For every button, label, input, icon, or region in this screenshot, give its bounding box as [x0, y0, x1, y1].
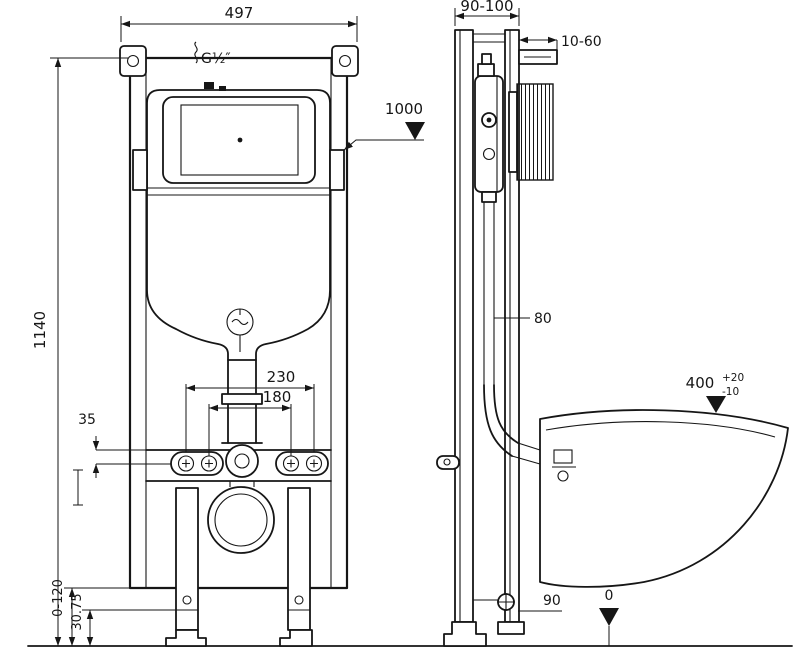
cistern-side-profile — [474, 75, 504, 193]
inlet-elbow-inner — [234, 453, 250, 469]
front-view: G½″ — [31, 4, 425, 647]
bowl-profile — [539, 409, 789, 588]
dim-bowl-tol-lower: -10 — [722, 386, 739, 398]
inlet-elbow-outer — [225, 444, 259, 478]
rail-front — [454, 29, 474, 623]
wall-bracket-right-hole — [338, 54, 352, 68]
frame-outline — [128, 56, 349, 590]
floor-datum-triangle-icon — [599, 608, 619, 626]
dim-frame-depth: 90-100 — [460, 0, 513, 15]
fixing-bolt-cross-icon — [287, 459, 295, 468]
dim-spacing-inner: 180 — [263, 388, 292, 406]
drain-socket-outer — [207, 486, 275, 554]
leg-left — [175, 487, 199, 631]
outlet-connector-top — [517, 442, 541, 451]
bowl-mount-boss — [553, 449, 573, 464]
flush-actuator-upper — [481, 53, 492, 65]
dim-floor-datum: 0 — [605, 588, 614, 604]
outlet-connector-bottom — [511, 455, 541, 465]
dim-plinth-height: 30.75 — [70, 593, 85, 630]
dim-leg-adjust: 0-120 — [51, 579, 66, 617]
mount-hole-upper-dot — [486, 117, 492, 123]
mount-hole-lower — [482, 147, 496, 161]
fill-valve-port-2 — [219, 86, 226, 91]
fixing-plate-right — [275, 451, 329, 476]
flush-plate-frame — [508, 91, 518, 173]
fill-valve-port — [204, 82, 214, 89]
side-view: 90-100 10-60 80 — [436, 0, 789, 647]
cistern-clip-right — [329, 149, 345, 191]
rear-rail-base — [497, 621, 525, 635]
fixing-bolt-cross-icon — [182, 459, 190, 468]
flush-pipe-coupling — [221, 393, 263, 405]
flush-actuator-lower — [477, 63, 495, 77]
level-triangle-icon — [405, 122, 425, 140]
leg-left-bolt — [182, 595, 192, 605]
bowl-level-triangle-icon — [706, 396, 726, 413]
thread-label: G½″ — [201, 51, 231, 67]
drain-elbow-outer — [483, 384, 513, 457]
wall-bracket-right — [331, 45, 359, 77]
fixing-bolt — [177, 455, 195, 472]
dim-bowl-depth: 400 — [686, 374, 715, 392]
wall-section-hatch — [516, 83, 554, 181]
panel-center-mark — [237, 137, 243, 143]
fixing-bolt — [305, 455, 323, 472]
dim-level-datum: 1000 — [385, 100, 423, 118]
water-supply-squiggle-icon — [194, 41, 198, 64]
foot-side — [443, 621, 487, 647]
crossbar-end-hole — [443, 458, 451, 466]
dim-height-total: 1140 — [31, 311, 49, 349]
dim-offset-small: 35 — [78, 412, 96, 428]
anchor-bolt-cross-icon — [497, 593, 515, 611]
dim-spacing-outer: 230 — [267, 368, 296, 386]
dim-width-top: 497 — [225, 4, 254, 22]
access-panel-inner — [180, 104, 299, 176]
dim-bowl-tol-upper: +20 — [722, 372, 744, 384]
bowl-mount-hole — [557, 470, 569, 482]
pipe-coupling-side — [481, 191, 497, 203]
drain-socket-inner — [214, 493, 268, 547]
foot-right — [279, 629, 313, 647]
dim-wall-gap: 10-60 — [561, 34, 602, 50]
leg-right — [287, 487, 311, 631]
dim-profile-width: 80 — [534, 311, 552, 327]
leg-right-bolt — [294, 595, 304, 605]
bowl-rim-line — [545, 421, 776, 438]
foot-left — [165, 629, 207, 647]
wall-bracket-left — [119, 45, 147, 77]
cistern-clip-left — [132, 149, 148, 191]
drain-elbow-inner — [493, 384, 519, 444]
fixing-bolt-cross-icon — [310, 459, 318, 468]
wall-bracket-left-hole — [126, 54, 140, 68]
reference-bracket-mark — [73, 469, 83, 506]
level-leader-line — [343, 139, 424, 151]
crossbar-end-view — [436, 455, 460, 470]
fixing-bolt-cross-icon — [205, 459, 213, 468]
valve-wave-icon — [231, 318, 249, 326]
dim-outlet: 90 — [543, 593, 561, 609]
